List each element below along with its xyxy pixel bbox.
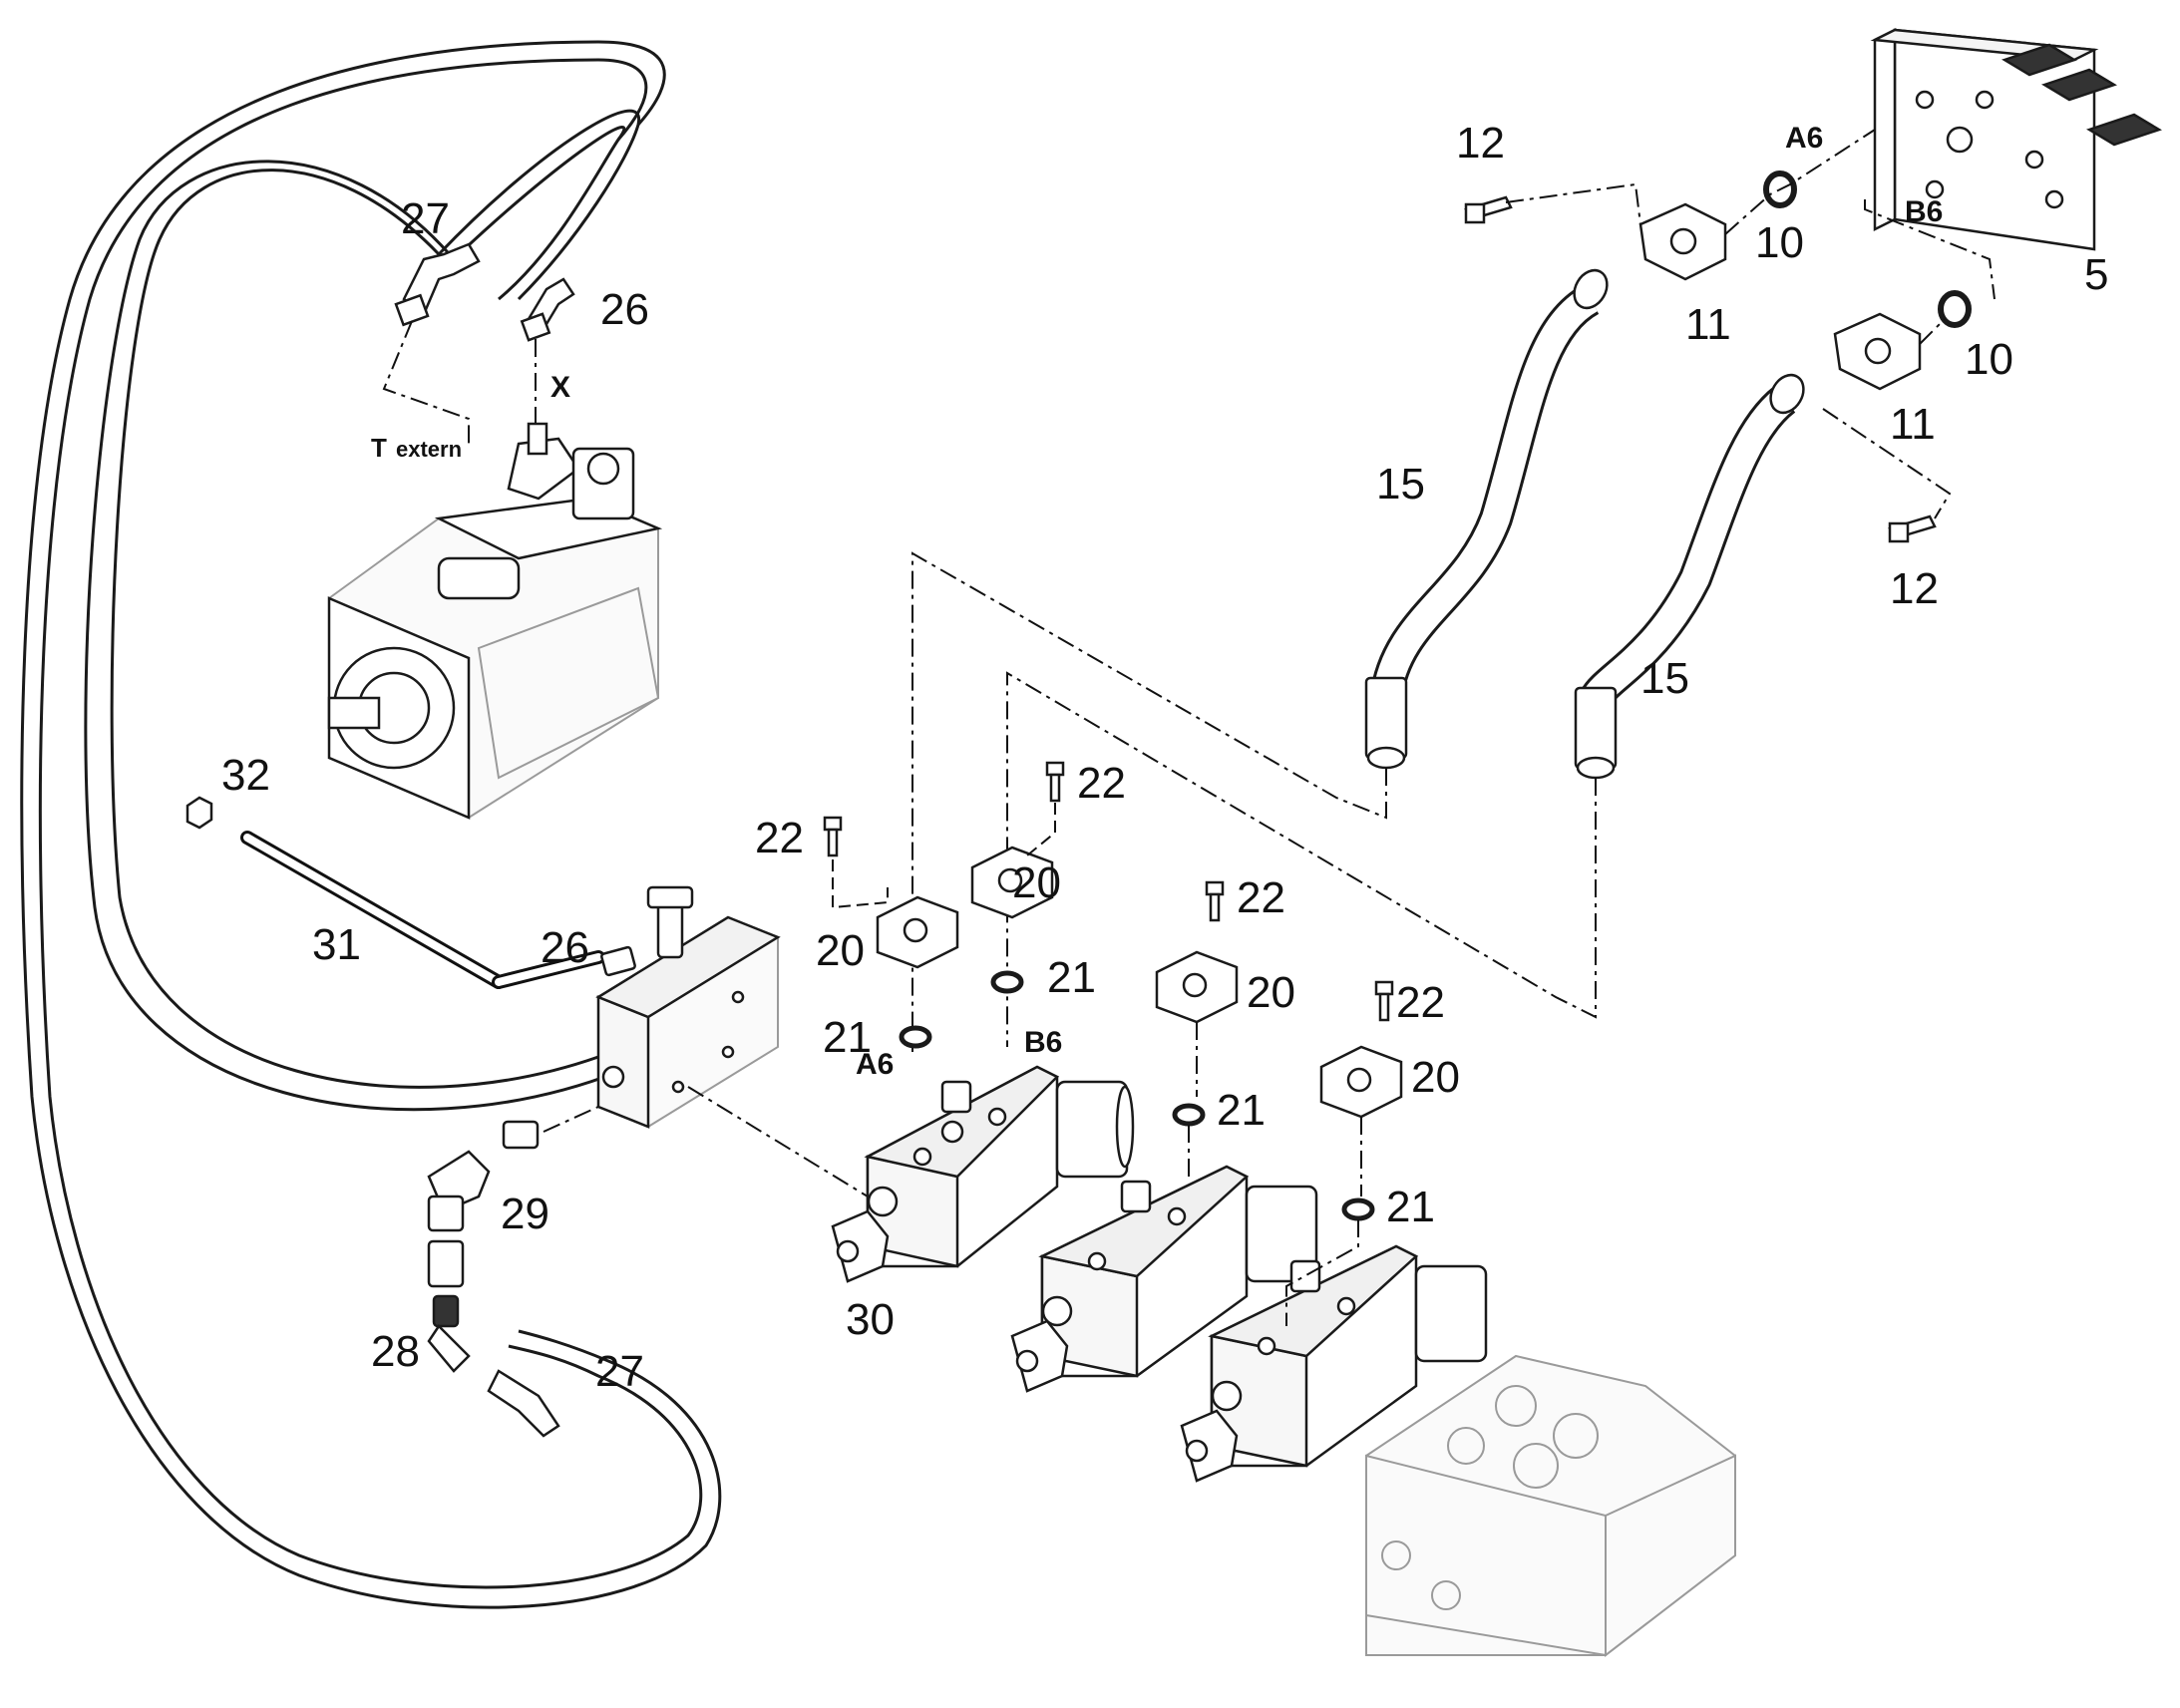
callout-29: 29 bbox=[501, 1190, 549, 1238]
callout-12-b: 12 bbox=[1890, 564, 1939, 613]
fitting-28 bbox=[427, 1239, 471, 1373]
callout-30: 30 bbox=[846, 1295, 895, 1344]
callout-labels: 5 10 10 11 11 12 12 15 15 20 20 20 20 21… bbox=[221, 119, 2108, 1396]
flange-11-b bbox=[1833, 312, 1922, 391]
callout-32: 32 bbox=[221, 751, 270, 800]
oring-21-c bbox=[1172, 1103, 1206, 1127]
callout-31: 31 bbox=[312, 920, 361, 969]
hose-fitting-27-top bbox=[394, 242, 481, 327]
fitting-29 bbox=[427, 1120, 540, 1232]
port-label-x: X bbox=[550, 371, 570, 404]
bolt-22-a bbox=[823, 816, 843, 857]
callout-22-b: 22 bbox=[1077, 759, 1126, 808]
rod-31 bbox=[240, 831, 506, 989]
flange-20-c bbox=[1155, 950, 1239, 1024]
connector-block-valve bbox=[687, 1086, 869, 1197]
oring-10-b bbox=[1938, 290, 1972, 328]
port-label-b6-valve: B6 bbox=[1024, 1026, 1062, 1059]
port-labels: A6 B6 A6 B6 X T extern bbox=[371, 122, 1943, 1081]
connector-29-block bbox=[543, 1106, 599, 1133]
connector-22b bbox=[1026, 803, 1056, 856]
hose-15-b bbox=[1574, 373, 1805, 780]
callout-20-c: 20 bbox=[1247, 968, 1295, 1017]
distributor-block bbox=[595, 885, 781, 1129]
long-hose-loop bbox=[20, 40, 722, 1609]
callout-26-a: 26 bbox=[600, 285, 649, 334]
callout-28: 28 bbox=[371, 1327, 420, 1376]
connector-12a bbox=[1505, 182, 1641, 225]
hydraulic-pump bbox=[327, 422, 663, 820]
flange-20-a bbox=[876, 895, 959, 969]
callout-22-c: 22 bbox=[1237, 873, 1285, 922]
hose-27-bottom-fitting bbox=[487, 1369, 560, 1438]
connector-11b bbox=[1919, 318, 1946, 345]
control-valve-ghost bbox=[1365, 1354, 1736, 1658]
connector-hose15b-valve bbox=[1006, 671, 1597, 1047]
callout-15-b: 15 bbox=[1640, 654, 1689, 703]
valve-block-2 bbox=[1010, 1165, 1318, 1393]
flange-20-d bbox=[1319, 1045, 1403, 1119]
callout-20-a: 20 bbox=[816, 926, 865, 975]
valve-block-1 bbox=[831, 1065, 1135, 1283]
callout-21-c: 21 bbox=[1217, 1086, 1266, 1135]
callout-27-a: 27 bbox=[401, 194, 450, 243]
port-label-t: T bbox=[371, 433, 387, 463]
callout-5: 5 bbox=[2084, 250, 2108, 299]
callout-27-b: 27 bbox=[595, 1347, 644, 1396]
callout-11-b: 11 bbox=[1890, 400, 1936, 449]
callout-12-a: 12 bbox=[1456, 119, 1505, 168]
flange-11-a bbox=[1638, 202, 1727, 281]
valve-block-3 bbox=[1180, 1244, 1488, 1483]
bolt-22-b bbox=[1045, 761, 1065, 803]
connector-27-to-pump bbox=[382, 320, 470, 449]
bolt-22-c bbox=[1205, 880, 1225, 922]
callout-21-b: 21 bbox=[1047, 953, 1096, 1002]
connector-21d bbox=[1285, 1219, 1359, 1326]
flange-20-b bbox=[970, 846, 1054, 919]
callout-10-b: 10 bbox=[1965, 335, 2013, 384]
callout-11-a: 11 bbox=[1685, 300, 1731, 349]
callout-21-d: 21 bbox=[1386, 1183, 1435, 1231]
port-label-a6-top: A6 bbox=[1785, 122, 1823, 155]
callout-21-a: 21 bbox=[823, 1013, 872, 1062]
manifold-plate-5 bbox=[1870, 27, 2162, 251]
connector-11a bbox=[1724, 129, 1876, 235]
callout-10-a: 10 bbox=[1755, 218, 1804, 267]
bolt-12-a bbox=[1464, 195, 1513, 224]
fitting-26-bottom bbox=[492, 945, 636, 989]
port-label-b6-top: B6 bbox=[1905, 195, 1943, 228]
oring-21-d bbox=[1341, 1197, 1375, 1221]
callout-20-b: 20 bbox=[1012, 858, 1061, 907]
nut-32 bbox=[185, 796, 213, 830]
connector-12b bbox=[1822, 408, 1952, 519]
callout-20-d: 20 bbox=[1411, 1053, 1460, 1102]
callout-15-a: 15 bbox=[1376, 460, 1425, 509]
oring-21-a bbox=[899, 1025, 932, 1049]
hose-15-a bbox=[1364, 268, 1609, 770]
callout-22-d: 22 bbox=[1396, 978, 1445, 1027]
hose-fitting-26-top bbox=[520, 277, 575, 342]
callout-22-a: 22 bbox=[755, 814, 804, 862]
bolt-22-d bbox=[1374, 980, 1394, 1022]
connector-hose15a-valve bbox=[911, 551, 1387, 1052]
callout-26-b: 26 bbox=[541, 923, 589, 972]
port-label-a6-valve: A6 bbox=[856, 1048, 894, 1081]
oring-21-b bbox=[990, 970, 1024, 994]
connector-b6-top bbox=[1864, 199, 1996, 300]
bolt-12-b bbox=[1888, 514, 1937, 543]
connector-22a bbox=[832, 859, 889, 909]
port-label-extern: extern bbox=[396, 437, 462, 462]
